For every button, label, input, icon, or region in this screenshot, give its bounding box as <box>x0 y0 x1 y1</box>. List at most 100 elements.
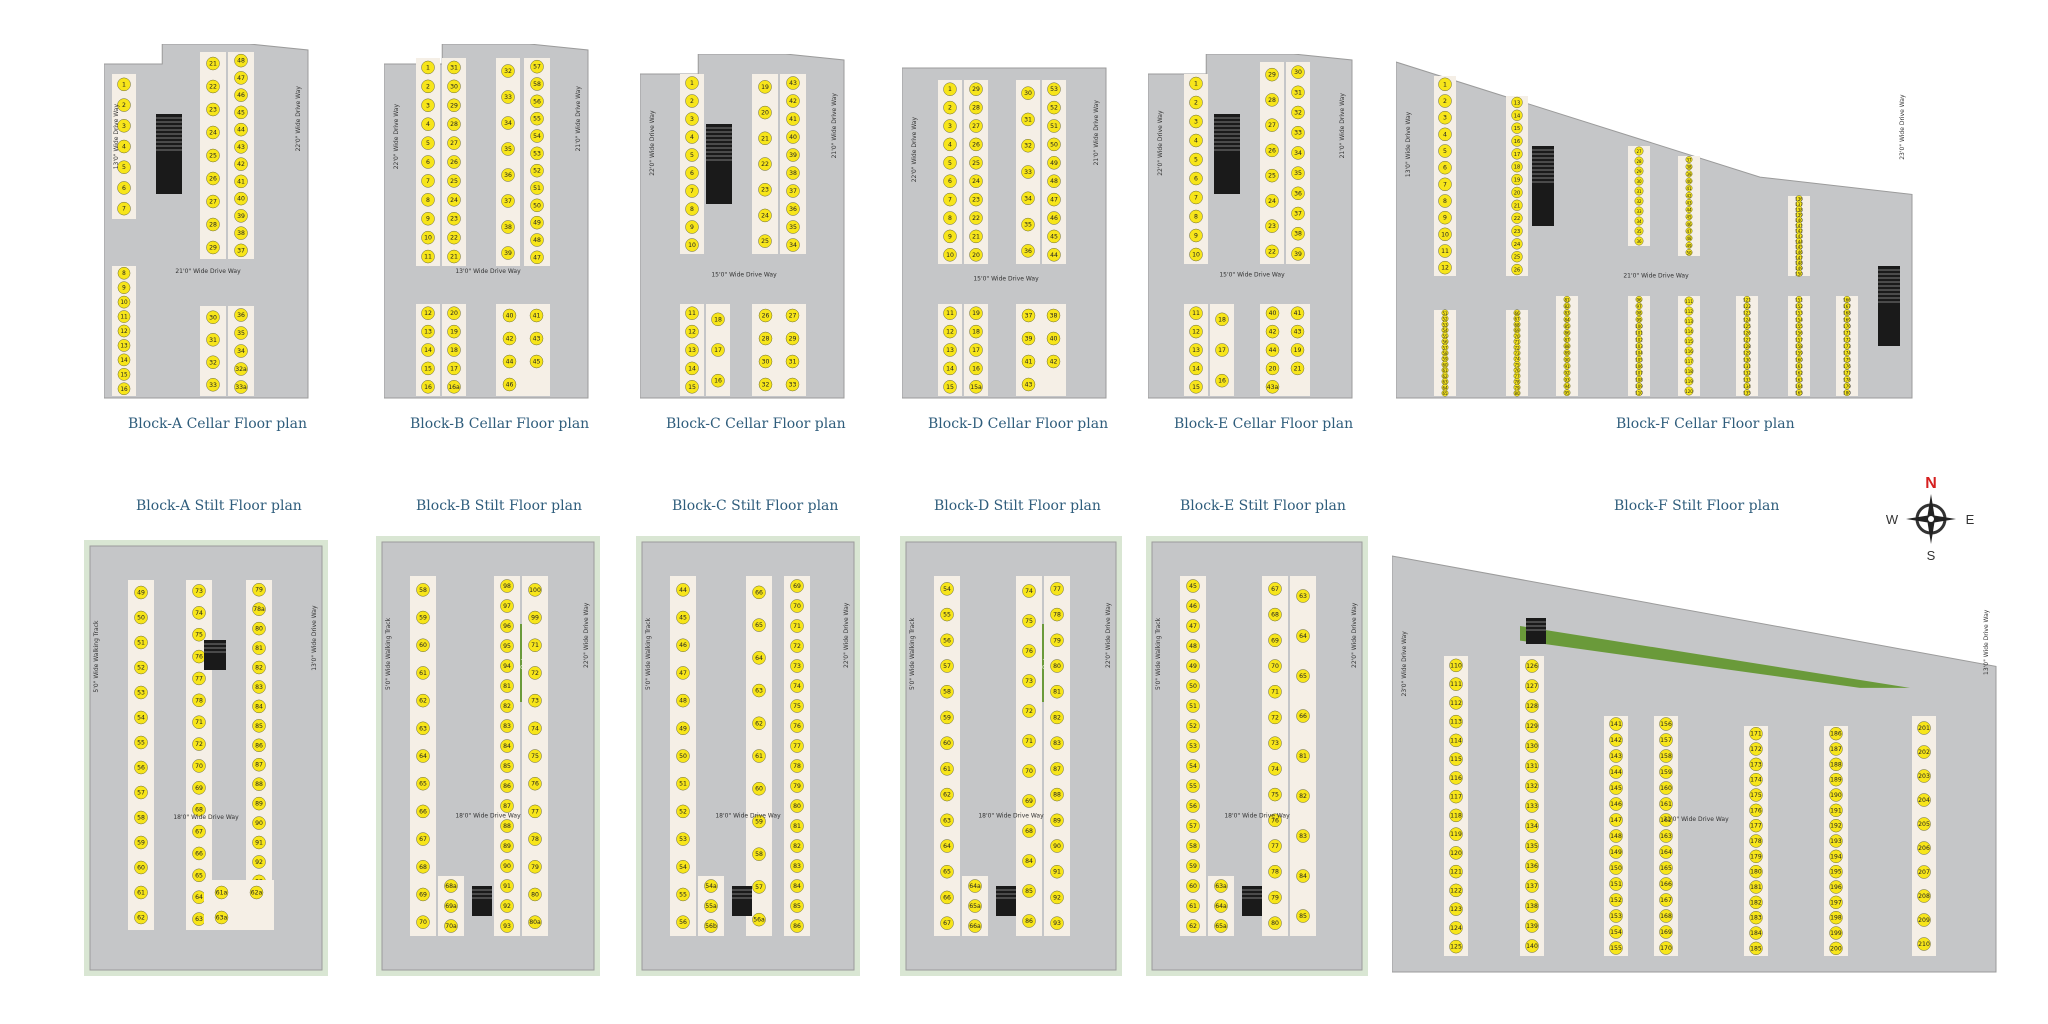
parking-slot-number: 180 <box>1843 391 1851 396</box>
parking-slot-number: 56 <box>1189 803 1197 810</box>
parking-slot-number: 64 <box>1442 385 1448 390</box>
parking-slot-number: 38 <box>504 224 512 231</box>
parking-slot-marker <box>1296 909 1310 923</box>
parking-slot-marker <box>1189 306 1203 320</box>
parking-slot-number: 110 <box>1635 391 1643 396</box>
parking-slot-marker <box>1050 710 1064 725</box>
parking-slot-number: 53 <box>679 836 687 843</box>
parking-slot-number: 101 <box>1635 331 1643 336</box>
parking-slot-number: 19 <box>761 84 769 91</box>
parking-slot-number: 193 <box>1830 838 1842 845</box>
parking-slot-marker <box>1685 170 1693 178</box>
parking-slot-number: 140 <box>1526 943 1538 950</box>
parking-slot-marker <box>1659 893 1673 907</box>
parking-slot-marker <box>752 651 766 665</box>
parking-slot-number: 156 <box>1660 721 1672 728</box>
plan-floor <box>1396 61 1913 399</box>
parking-slot-marker <box>1659 877 1673 891</box>
parking-slot-number: 121 <box>1743 297 1751 302</box>
parking-slot-marker <box>1296 629 1310 643</box>
parking-slot-marker <box>790 779 804 793</box>
parking-slot-number: 1 <box>426 64 430 71</box>
parking-slot-marker <box>1265 219 1279 233</box>
parking-slot-number: 164 <box>1660 849 1672 856</box>
parking-slot-number: 122 <box>1450 887 1462 894</box>
parking-slot-number: 38 <box>1294 231 1302 238</box>
parking-slot-marker <box>501 168 515 182</box>
parking-slot-number: 116 <box>1685 349 1693 354</box>
parking-slot-number: 3 <box>122 123 126 130</box>
parking-slot-marker <box>1563 322 1571 330</box>
parking-slot-marker <box>790 699 804 713</box>
parking-slot-number: 40 <box>1686 179 1692 184</box>
parking-slot-marker <box>1634 146 1644 156</box>
parking-slot-number: 66a <box>969 923 981 930</box>
driveway-label: 13'0" Wide Drive Way <box>113 104 120 170</box>
parking-slot-marker <box>1449 827 1463 841</box>
parking-slot-number: 94 <box>1564 384 1570 389</box>
parking-slot-marker <box>685 148 699 162</box>
parking-slot-marker <box>1635 315 1643 323</box>
parking-slot-number: 33 <box>1636 209 1642 214</box>
parking-slot-number: 29 <box>1268 72 1276 79</box>
parking-slot-number: 14 <box>424 347 432 354</box>
parking-slot-marker <box>1186 799 1200 813</box>
parking-slot-number: 1 <box>948 86 952 93</box>
parking-slot-marker <box>1749 895 1763 910</box>
parking-slot-marker <box>1749 941 1763 956</box>
parking-slot-number: 80 <box>1271 920 1279 927</box>
parking-slot-number: 112 <box>1450 700 1462 707</box>
parking-slot-number: 42 <box>1686 193 1692 198</box>
parking-slot-number: 36 <box>1294 190 1302 197</box>
parking-slot-marker <box>1438 177 1452 192</box>
parking-slot-marker <box>940 659 954 673</box>
parking-slot-number: 83 <box>793 863 801 870</box>
parking-slot-number: 76 <box>793 723 801 730</box>
parking-slot-marker <box>685 220 699 234</box>
parking-slot-marker <box>1047 211 1061 225</box>
parking-slot-number: 20 <box>450 310 458 317</box>
parking-slot-number: 19 <box>450 329 458 336</box>
parking-slot-number: 1 <box>690 80 694 87</box>
parking-slot-number: 51 <box>1189 703 1197 710</box>
parking-slot-marker <box>1511 199 1523 211</box>
parking-slot-number: 70 <box>195 763 203 770</box>
parking-slot-marker <box>1685 156 1693 164</box>
parking-slot-number: 34 <box>1294 150 1302 157</box>
title-block-d-cellar: Block-D Cellar Floor plan <box>928 416 1109 432</box>
parking-slot-marker <box>1449 733 1463 748</box>
parking-slot-number: 147 <box>1795 255 1803 260</box>
parking-slot-number: 148 <box>1795 261 1803 266</box>
parking-slot-number: 12 <box>424 310 432 317</box>
parking-slot-marker <box>1268 762 1282 776</box>
parking-slot-number: 65 <box>1442 391 1448 396</box>
parking-slot-number: 10 <box>688 242 696 249</box>
parking-slot-number: 39 <box>789 152 797 159</box>
parking-slot-marker <box>529 308 544 323</box>
parking-slot-number: 20 <box>761 110 769 117</box>
parking-slot-number: 55 <box>943 612 951 619</box>
parking-slot-marker <box>943 174 957 188</box>
plan-block-c-stilt: 4445464748495051525354555666656463626160… <box>636 536 860 976</box>
parking-slot-number: 181 <box>1750 884 1762 891</box>
parking-slot-marker <box>1022 764 1036 778</box>
parking-slot-number: 72 <box>793 643 801 650</box>
parking-slot-marker <box>192 606 206 620</box>
parking-slot-number: 26 <box>1268 147 1276 154</box>
parking-slot-number: 79 <box>1053 637 1061 644</box>
parking-slot-marker <box>1749 788 1763 802</box>
parking-slot-number: 90 <box>503 863 511 870</box>
driveway-label: 5'0" Wide Walking Track <box>645 617 652 690</box>
parking-slot-marker <box>1609 925 1623 939</box>
parking-slot-number: 60 <box>943 740 951 747</box>
parking-slot-number: 155 <box>1610 945 1622 952</box>
parking-slot-marker <box>1525 739 1539 753</box>
parking-slot-marker <box>501 220 515 234</box>
parking-slot-number: 135 <box>1526 843 1538 850</box>
parking-slot-marker <box>1635 382 1643 390</box>
parking-slot-number: 4 <box>122 144 126 151</box>
parking-slot-number: 18 <box>1218 316 1226 323</box>
parking-slot-marker <box>1265 67 1279 82</box>
parking-slot-number: 70 <box>793 603 801 610</box>
parking-slot-number: 61a <box>216 890 228 897</box>
